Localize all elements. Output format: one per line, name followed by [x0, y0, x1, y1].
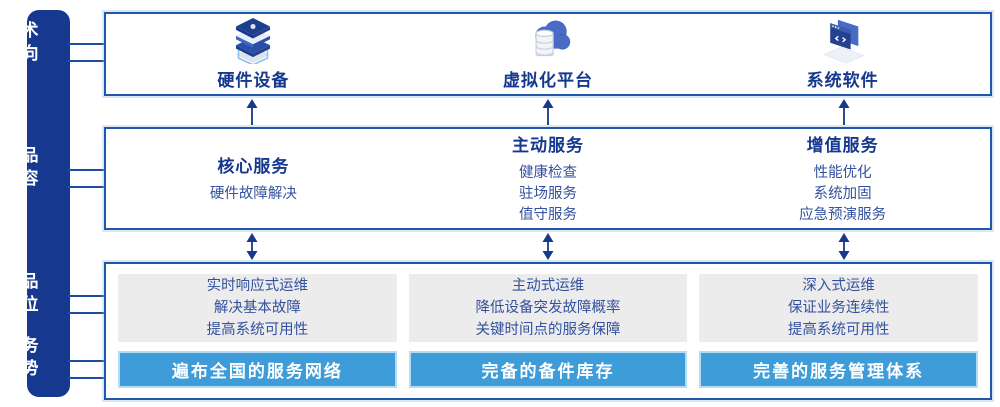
sidebar-label-product-content: 产品 内容 [3, 146, 40, 188]
bottom-column-realtime: 实时响应式运维 解决基本故障 提高系统可用性 遍布全国的服务网络 [118, 274, 397, 388]
hardware-stack-icon [236, 17, 271, 64]
service-column-title: 增值服务 [806, 136, 879, 155]
up-arrow-icon [837, 99, 851, 125]
service-item: 健康检查 [519, 165, 577, 181]
tech-item-hardware: 硬件设备 [106, 14, 401, 94]
service-column-title: 核心服务 [217, 157, 290, 176]
code-window-icon [822, 19, 865, 64]
connector-line [68, 43, 105, 45]
connector-line [68, 312, 105, 314]
sidebar-label-service-advantage: 服务 优势 [3, 336, 40, 378]
positioning-line: 提高系统可用性 [206, 322, 309, 338]
double-arrow-icon [837, 233, 851, 260]
positioning-line: 解决基本故障 [213, 300, 301, 316]
sidebar [27, 10, 70, 397]
connector-line [68, 360, 105, 362]
service-item: 系统加固 [813, 186, 872, 202]
tech-item-label: 虚拟化平台 [503, 70, 593, 90]
connector-line [68, 295, 105, 297]
tech-item-virtualization: 虚拟化平台 [401, 14, 696, 94]
tech-item-label: 硬件设备 [217, 70, 290, 90]
advantage-bar: 完善的服务管理体系 [699, 351, 979, 388]
service-column-core: 核心服务 硬件故障解决 [106, 129, 401, 228]
double-arrow-icon [245, 233, 259, 260]
service-item: 值守服务 [519, 207, 577, 223]
service-item: 硬件故障解决 [209, 186, 297, 202]
tech-direction-box: 硬件设备 虚拟化平台 [104, 12, 992, 96]
service-column-proactive: 主动服务 健康检查 驻场服务 值守服务 [401, 129, 696, 228]
positioning-line: 保证业务连续性 [787, 300, 890, 316]
positioning-advantage-box: 实时响应式运维 解决基本故障 提高系统可用性 遍布全国的服务网络 主动式运维 降… [104, 262, 992, 400]
service-column-title: 主动服务 [512, 136, 584, 155]
product-content-box: 核心服务 硬件故障解决 主动服务 健康检查 驻场服务 值守服务 增值服务 性能优… [104, 127, 992, 230]
positioning-line: 提高系统可用性 [787, 322, 890, 338]
connector-line [68, 186, 105, 188]
positioning-line: 深入式运维 [802, 278, 875, 294]
positioning-line: 关键时间点的服务保障 [475, 322, 621, 338]
connector-line [68, 377, 105, 379]
bottom-column-proactive: 主动式运维 降低设备突发故障概率 关键时间点的服务保障 完备的备件库存 [408, 274, 688, 388]
service-item: 应急预演服务 [799, 207, 887, 223]
tech-item-system-software: 系统软件 [695, 14, 990, 94]
advantage-bar: 遍布全国的服务网络 [118, 351, 397, 388]
connector-line [68, 169, 105, 171]
service-item: 驻场服务 [519, 186, 577, 202]
up-arrow-icon [541, 99, 555, 125]
positioning-line: 降低设备突发故障概率 [475, 300, 621, 316]
positioning-panel: 深入式运维 保证业务连续性 提高系统可用性 [699, 274, 979, 342]
positioning-panel: 主动式运维 降低设备突发故障概率 关键时间点的服务保障 [408, 274, 688, 342]
advantage-bar: 完备的备件库存 [408, 351, 688, 388]
connector-line [68, 60, 105, 62]
service-column-value-added: 增值服务 性能优化 系统加固 应急预演服务 [695, 129, 990, 228]
positioning-panel: 实时响应式运维 解决基本故障 提高系统可用性 [118, 274, 397, 342]
positioning-line: 主动式运维 [511, 278, 585, 294]
sidebar-label-product-positioning: 产品 定位 [3, 272, 40, 314]
positioning-line: 实时响应式运维 [206, 278, 309, 294]
tech-item-label: 系统软件 [806, 70, 879, 90]
cloud-database-icon [535, 20, 571, 56]
double-arrow-icon [541, 233, 555, 260]
up-arrow-icon [245, 99, 259, 125]
bottom-column-indepth: 深入式运维 保证业务连续性 提高系统可用性 完善的服务管理体系 [699, 274, 979, 388]
sidebar-label-tech-direction: 技术 方向 [3, 21, 40, 63]
service-item: 性能优化 [813, 165, 872, 181]
